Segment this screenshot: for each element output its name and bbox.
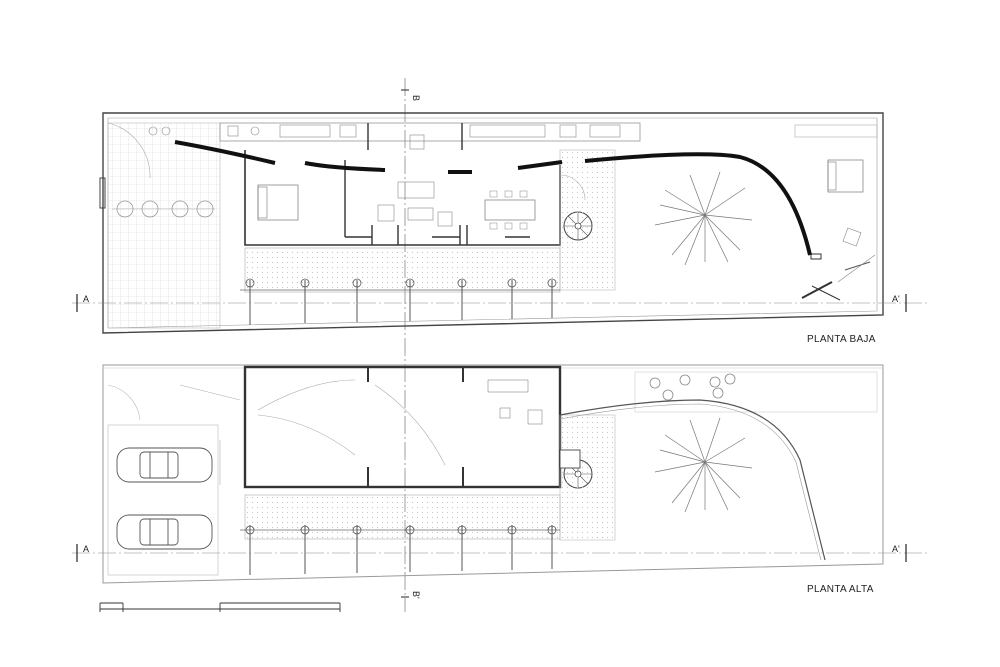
car-icon (116, 447, 213, 483)
section-mark-b-top: B (411, 95, 421, 101)
upper-floor-plan (102, 364, 884, 584)
section-line-a-upper (72, 544, 928, 562)
plan-title-ground: PLANTA BAJA (807, 334, 876, 345)
section-mark-a-left: A (83, 294, 89, 304)
car-icon (116, 514, 213, 550)
section-line-a-ground (72, 294, 928, 312)
scale-bar (99, 602, 341, 612)
plan-title-upper: PLANTA ALTA (807, 584, 874, 595)
curved-wall (174, 140, 812, 256)
section-mark-a-left-upper: A (83, 544, 89, 554)
section-mark-a-right-upper: A' (892, 544, 900, 554)
ground-floor-plan (99, 112, 884, 334)
section-mark-a-right: A' (892, 294, 900, 304)
section-mark-b-bottom: B' (411, 591, 421, 599)
tree-symbol (654, 417, 753, 513)
tree-symbol (654, 171, 753, 266)
